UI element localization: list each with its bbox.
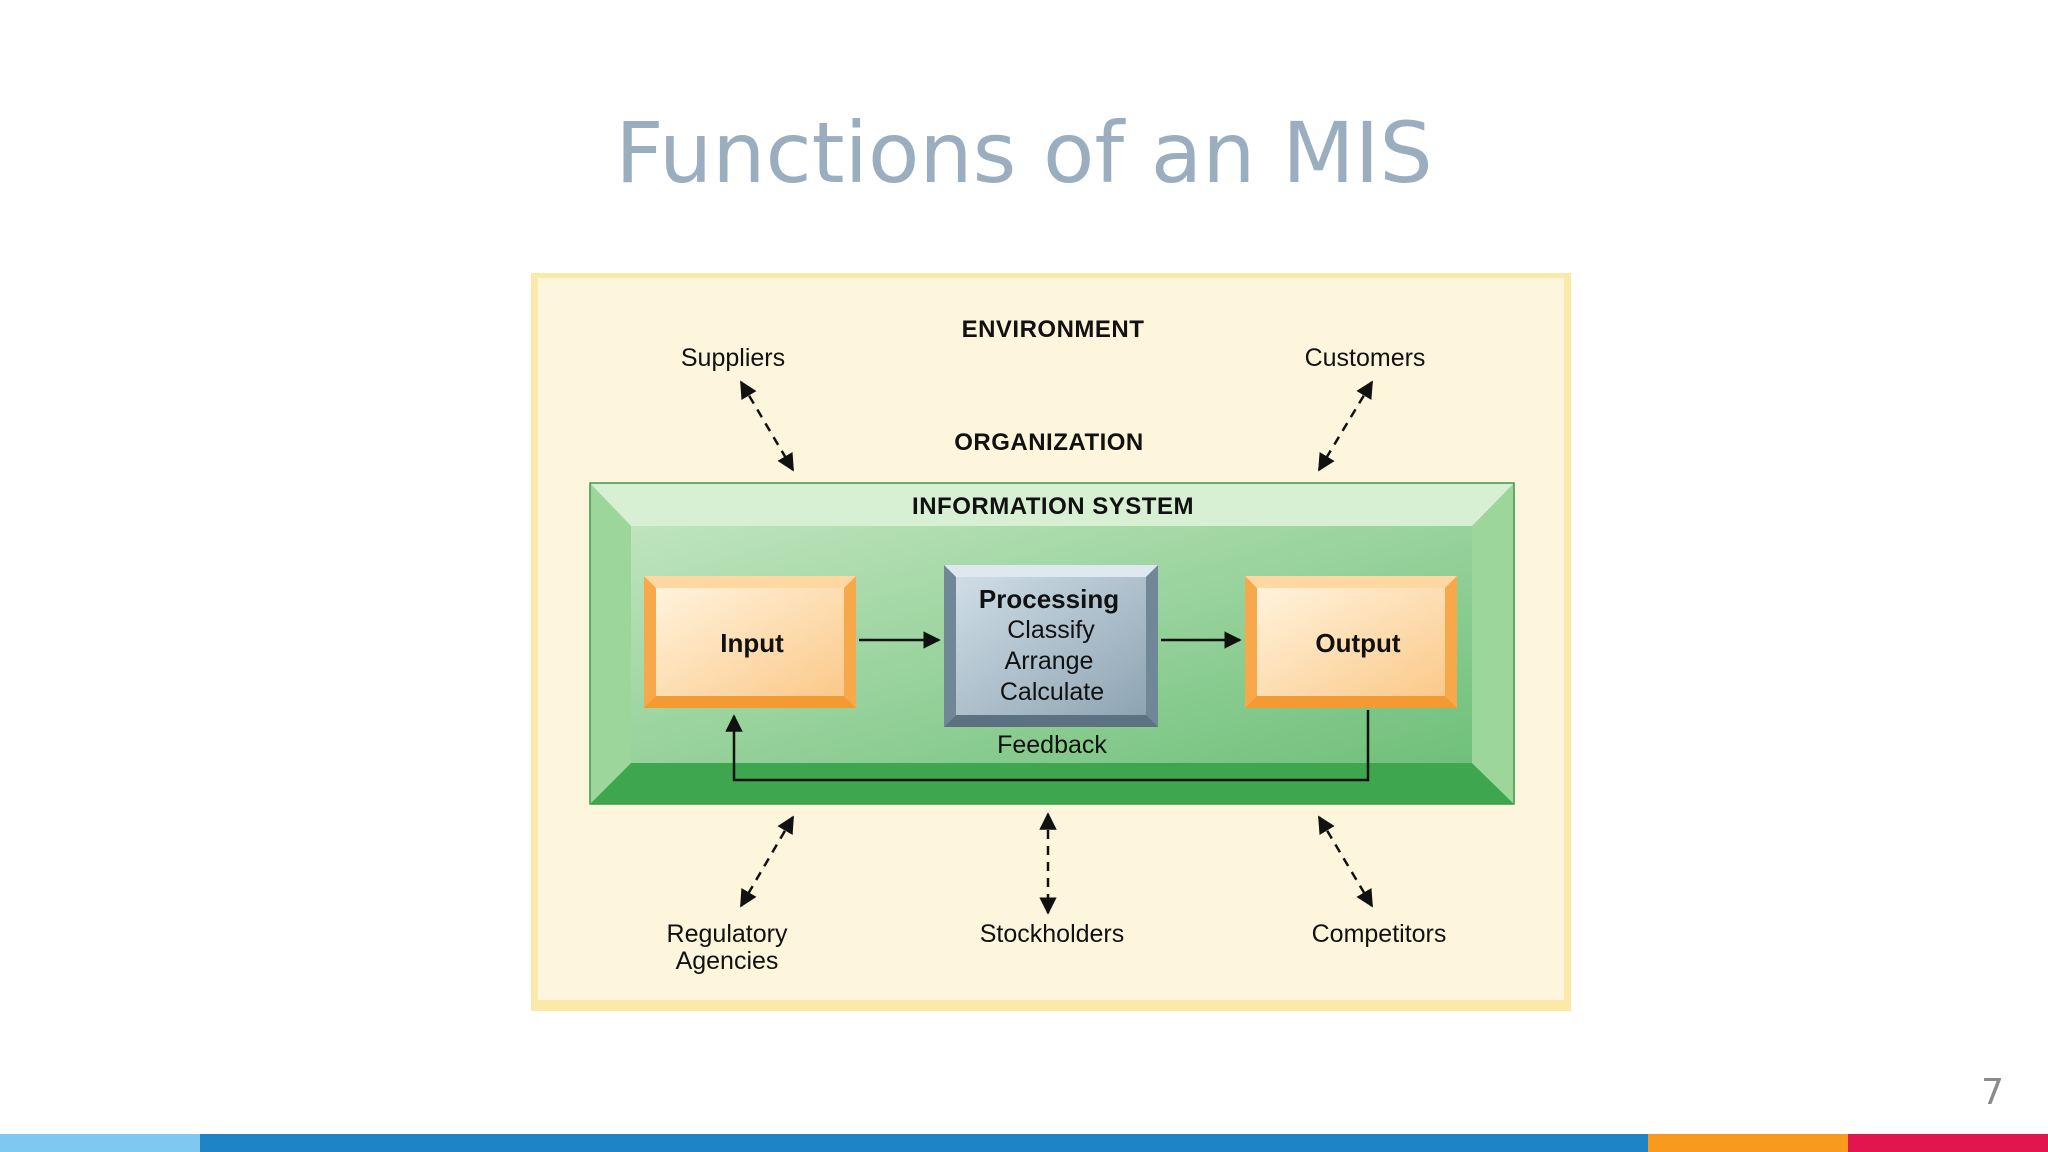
output-label: Output [1315, 628, 1401, 658]
input-label: Input [720, 628, 784, 658]
regulatory-agencies-arrow [739, 815, 795, 908]
processing-step-calculate: Calculate [999, 678, 1105, 706]
footer-segment-orange [1648, 1134, 1848, 1152]
footer-segment-light-blue [0, 1134, 200, 1152]
slide-title: Functions of an MIS [615, 104, 1433, 202]
processing-title: Processing [978, 584, 1120, 614]
footer-segment-red [1848, 1134, 2048, 1152]
processing-step-arrange: Arrange [1004, 647, 1094, 675]
regulatory-agencies-label-line1: Regulatory [666, 920, 788, 948]
output-box [1245, 576, 1457, 708]
competitors-arrow [1317, 815, 1374, 908]
feedback-loop-arrow [725, 710, 1370, 782]
regulatory-agencies-label-line2: Agencies [675, 947, 779, 975]
footer-segment-blue [200, 1134, 1648, 1152]
organization-label: ORGANIZATION [954, 429, 1144, 456]
suppliers-arrow [739, 380, 795, 472]
processing-step-classify: Classify [1007, 616, 1095, 644]
customers-arrow [1317, 380, 1374, 472]
stockholders-label: Stockholders [979, 920, 1125, 948]
mis-diagram: ENVIRONMENT ORGANIZATION INFORMATION SYS… [530, 272, 1572, 1012]
processing-box [944, 565, 1158, 727]
diagram-graphics [531, 273, 1571, 1011]
input-box [644, 576, 856, 708]
customers-label: Customers [1304, 344, 1426, 372]
footer-color-bar [0, 1134, 2048, 1152]
feedback-label: Feedback [997, 731, 1107, 759]
suppliers-label: Suppliers [680, 344, 786, 372]
page-number: 7 [1981, 1072, 2004, 1113]
environment-label: ENVIRONMENT [961, 316, 1145, 343]
competitors-label: Competitors [1311, 920, 1447, 948]
information-system-label: INFORMATION SYSTEM [912, 493, 1194, 520]
